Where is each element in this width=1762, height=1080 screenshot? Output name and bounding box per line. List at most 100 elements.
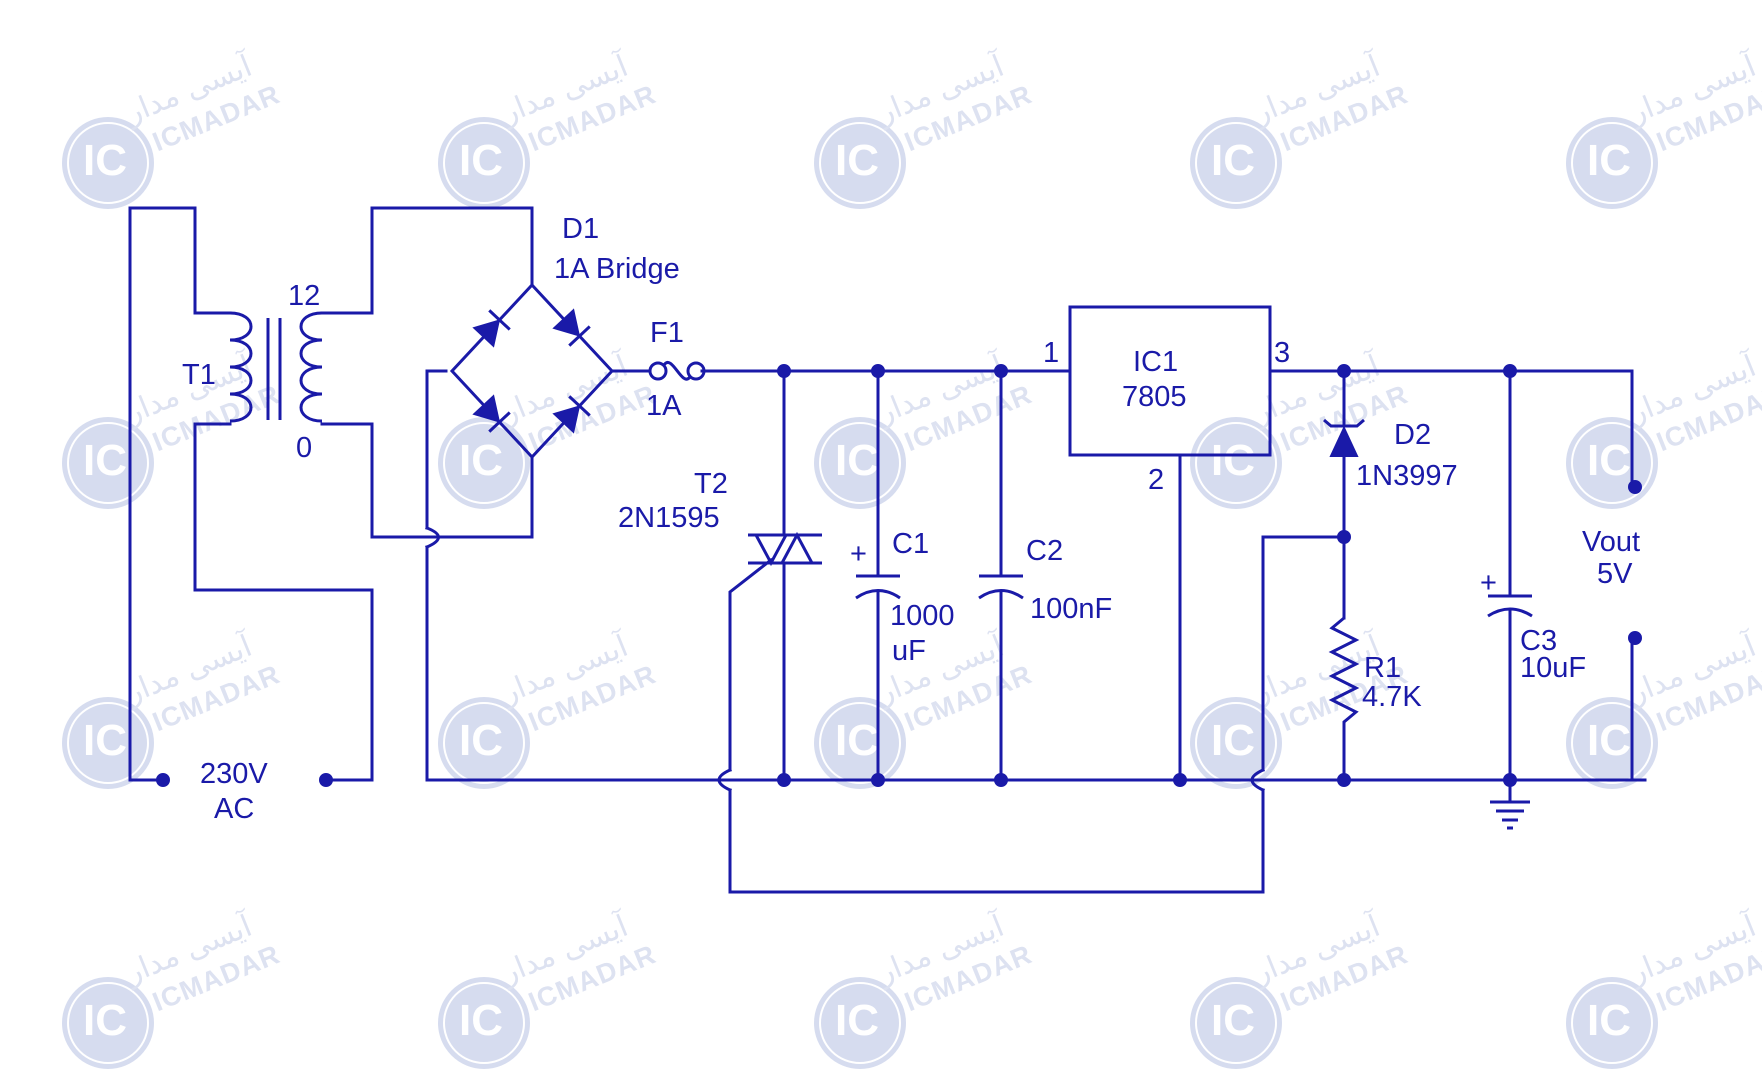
t1-secondary-bottom-label: 0 xyxy=(296,432,312,464)
primary-coil xyxy=(229,311,253,423)
watermark-logo xyxy=(61,40,286,210)
f1-ref-label: F1 xyxy=(650,317,684,349)
wire-feedback-up xyxy=(1261,535,1346,772)
fuse-terminal xyxy=(686,361,706,381)
watermark-logo xyxy=(61,900,286,1070)
watermark-logo xyxy=(1565,620,1762,790)
c1-plus-label: + xyxy=(850,538,867,570)
bridge-diode xyxy=(552,308,591,347)
junction-dot xyxy=(871,773,885,787)
secondary-coil xyxy=(299,311,323,423)
wire-feedback-hop xyxy=(1250,768,1265,792)
t2-ref-label: T2 xyxy=(694,468,728,500)
junction-dot xyxy=(1503,773,1517,787)
wire-mains-left xyxy=(128,206,232,782)
t2-part-label: 2N1595 xyxy=(618,502,720,534)
c1-value-label: 1000 xyxy=(890,600,955,632)
transformer-t1 xyxy=(229,311,323,423)
ground-icon xyxy=(1490,800,1530,830)
ic1-pin1-label: 1 xyxy=(1043,337,1059,369)
bridge-diode xyxy=(552,395,591,434)
c3-ref-label: C3 xyxy=(1520,625,1557,657)
ic1-pin3-label: 3 xyxy=(1274,337,1290,369)
mains-type-label: AC xyxy=(214,793,254,825)
wire-gate xyxy=(728,557,774,772)
mains-voltage-label: 230V xyxy=(200,758,268,790)
bridge-diode xyxy=(472,309,511,348)
f1-rating-label: 1A xyxy=(646,390,682,422)
wire-ground-rail xyxy=(425,545,1647,782)
capacitor-c1 xyxy=(855,574,901,600)
ic1-ref-label: IC1 xyxy=(1133,346,1178,378)
ic1-part-label: 7805 xyxy=(1122,381,1187,413)
cap-plate-curved xyxy=(855,589,901,600)
bridge-diode xyxy=(472,394,511,433)
d2-part-label: 1N3997 xyxy=(1356,460,1458,492)
wire-gate-hop xyxy=(717,768,732,792)
c2-ref-label: C2 xyxy=(1026,535,1063,567)
t1-ref-label: T1 xyxy=(182,359,216,391)
wire-hop xyxy=(425,526,440,549)
t1-secondary-top-label: 12 xyxy=(288,280,320,312)
wire-mains-right xyxy=(193,422,374,782)
wire-sec-bottom xyxy=(320,422,534,539)
junction-dot xyxy=(1173,773,1187,787)
watermark-logo xyxy=(437,900,662,1070)
fuse-f1 xyxy=(648,361,706,381)
scr-triangle xyxy=(780,531,814,564)
wire-ic-out xyxy=(1268,369,1634,489)
wire-bridge-neg xyxy=(425,369,448,530)
c1-ref-label: C1 xyxy=(892,528,929,560)
watermark-logo xyxy=(1565,40,1762,210)
watermark-logo xyxy=(813,40,1038,210)
scr-triangle xyxy=(754,534,788,567)
junction-dot xyxy=(871,364,885,378)
wire-sec-top xyxy=(320,206,534,315)
junction-dot xyxy=(994,364,1008,378)
junctions xyxy=(777,364,1517,787)
c3-value-label: 10uF xyxy=(1520,652,1586,684)
cap-plate-curved xyxy=(1487,607,1533,618)
mains-terminal-left xyxy=(156,773,170,787)
vout-terminal-positive xyxy=(1628,480,1642,494)
terminals xyxy=(156,480,1642,787)
watermark-logo xyxy=(1189,900,1414,1070)
bridge-rectifier-d1 xyxy=(449,282,615,460)
mains-terminal-right xyxy=(319,773,333,787)
c3-plus-label: + xyxy=(1480,567,1497,599)
watermark-logo xyxy=(61,340,286,510)
d1-desc-label: 1A Bridge xyxy=(554,253,680,285)
scr-t2 xyxy=(748,531,822,567)
wiring xyxy=(128,206,1647,894)
c2-value-label: 100nF xyxy=(1030,593,1112,625)
junction-dot xyxy=(1337,364,1351,378)
r1-value-label: 4.7K xyxy=(1362,681,1422,713)
vout-label: Vout xyxy=(1582,526,1640,558)
junction-dot xyxy=(1337,530,1351,544)
d2-ref-label: D2 xyxy=(1394,419,1431,451)
d1-ref-label: D1 xyxy=(562,213,599,245)
junction-dot xyxy=(1503,364,1517,378)
ic1-pin2-label: 2 xyxy=(1148,464,1164,496)
watermark-logo xyxy=(1189,40,1414,210)
regulator-ic1-body xyxy=(1068,305,1272,457)
capacitor-c2 xyxy=(978,574,1024,600)
wire-feedback-bottom xyxy=(728,788,1265,894)
capacitor-c3 xyxy=(1487,594,1533,618)
junction-dot xyxy=(994,773,1008,787)
resistor-r1 xyxy=(1328,616,1360,728)
bridge-outline xyxy=(449,282,615,460)
zener-bar xyxy=(1323,418,1365,428)
c1-unit-label: uF xyxy=(892,635,926,667)
junction-dot xyxy=(777,364,791,378)
junction-dot xyxy=(777,773,791,787)
fuse-element xyxy=(662,361,692,381)
fuse-terminal xyxy=(648,361,668,381)
watermark-logo xyxy=(1565,900,1762,1070)
watermark-logo xyxy=(437,620,662,790)
watermark-logo xyxy=(437,340,662,510)
zener-triangle xyxy=(1329,425,1359,457)
vout-terminal-negative xyxy=(1628,631,1642,645)
